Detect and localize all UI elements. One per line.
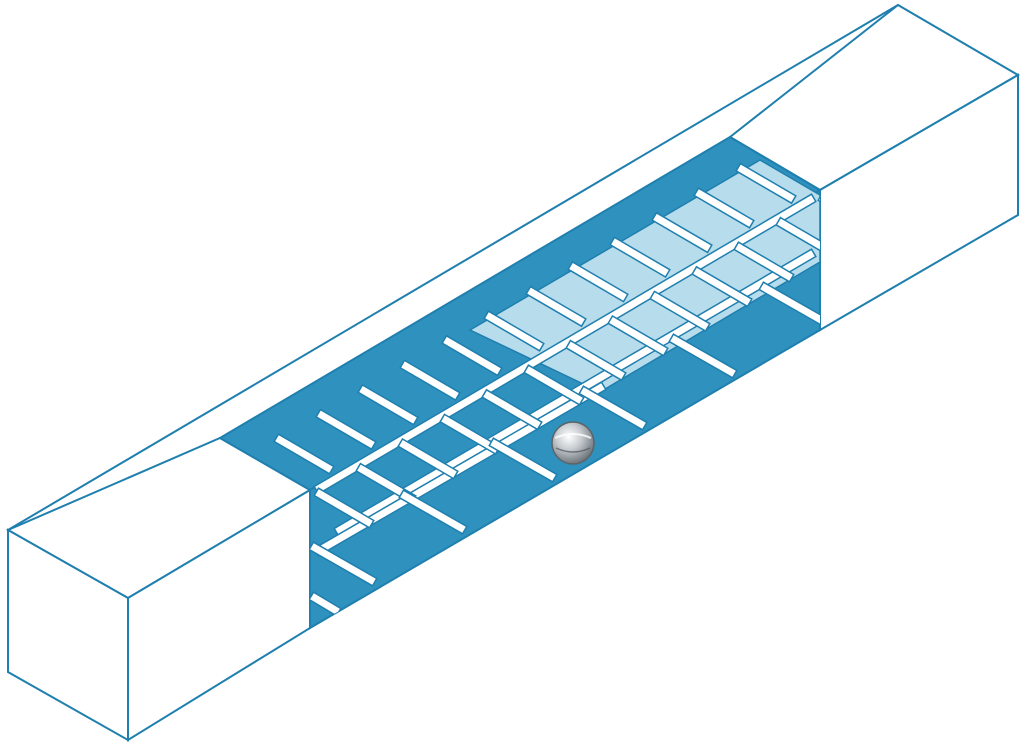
rebar-transverse-lower-5-core — [483, 390, 541, 429]
rebar-transverse-upper-5-core — [443, 336, 501, 375]
rebar-stub-bottom-core — [310, 593, 340, 615]
rebar-transverse-lower-3-core — [399, 440, 457, 478]
rebar-transverse-bottom-2-core — [400, 491, 466, 533]
rebar-transverse-bottom-4-core — [580, 387, 646, 429]
rebar-transverse-lower-9-core — [651, 292, 709, 330]
rebar-transverse-upper-10-core — [653, 213, 711, 252]
rebar-transverse-upper-11-core — [695, 189, 753, 227]
rebar-transverse-bottom-6-core — [760, 283, 820, 325]
rebar-transverse-lower-6-core — [525, 366, 583, 404]
rebar-transverse-upper-9-core — [611, 238, 669, 276]
rebar-transverse-upper-12-core — [737, 164, 795, 203]
rebar-transverse-upper-3-core — [359, 386, 417, 424]
rebar-transverse-lower-12-core — [777, 218, 820, 257]
rebar-transverse-lower-7-core — [567, 341, 625, 380]
rebar-transverse-lower-10-core — [693, 267, 751, 306]
beam-left-end-face — [7, 528, 129, 742]
rebar-transverse-upper-6-core — [485, 312, 543, 350]
beam-top-back-edge — [7, 4, 899, 531]
rebar-transverse-lower-8-core — [609, 317, 667, 355]
reinforcement-grid — [273, 137, 820, 617]
rebar-transverse-lower-4-core — [441, 415, 499, 453]
embedded-sensor-sphere — [551, 421, 595, 465]
rebar-transverse-upper-1-core — [275, 435, 333, 473]
rebar-transverse-upper-2-core — [317, 410, 375, 449]
rebar-transverse-lower-1-core — [315, 489, 373, 527]
rebar-transverse-upper-4-core — [401, 361, 459, 399]
rebar-transverse-bottom-3-core — [490, 439, 556, 481]
rebar-transverse-upper-7-core — [527, 287, 585, 326]
rebar-transverse-bottom-5-core — [670, 335, 736, 377]
rebar-transverse-bottom-1-core — [310, 543, 376, 585]
rebar-transverse-lower-11-core — [735, 243, 793, 281]
rebar-transverse-upper-8-core — [569, 263, 627, 301]
concrete-beam — [5, 3, 1020, 742]
